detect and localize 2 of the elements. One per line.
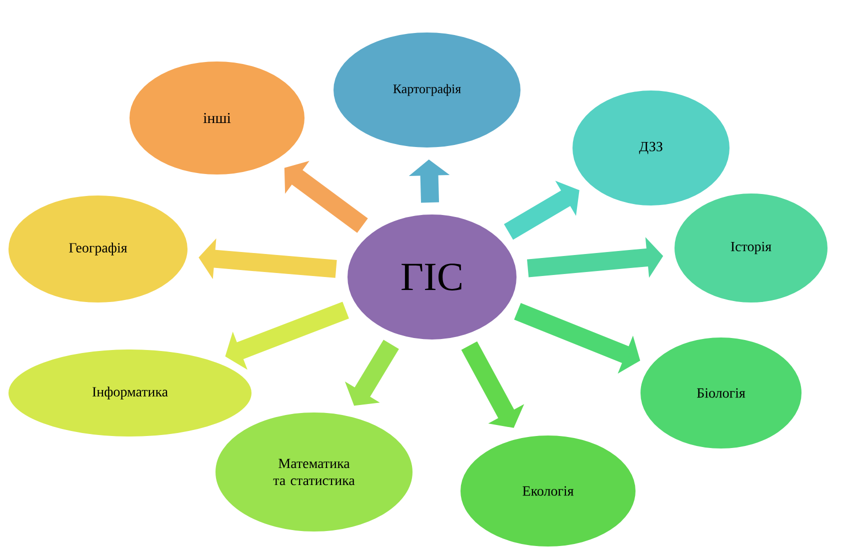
block-arrow xyxy=(461,341,524,428)
block-arrow xyxy=(504,180,580,240)
